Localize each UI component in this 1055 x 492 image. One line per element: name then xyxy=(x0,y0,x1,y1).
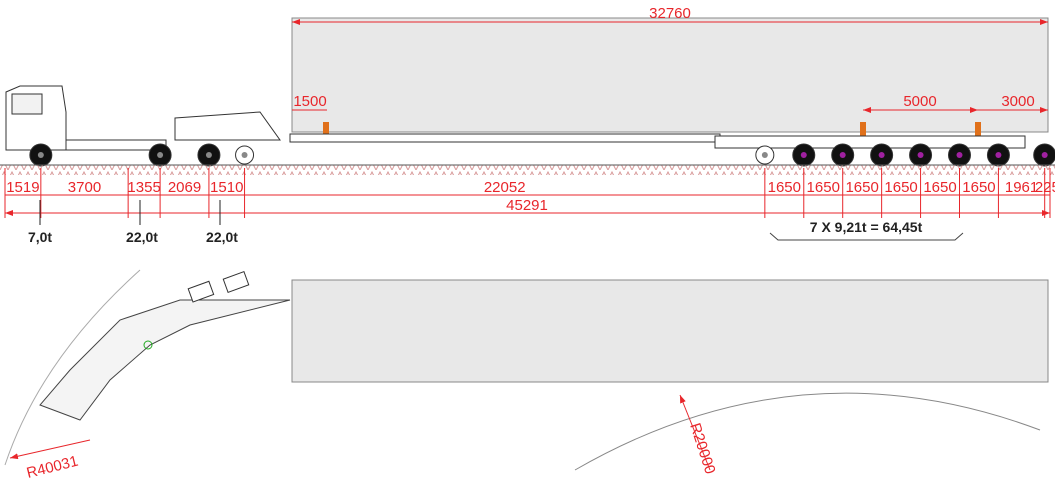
dolly-load: 22,0t xyxy=(206,229,238,245)
trailer xyxy=(174,111,1026,149)
axle-dimension-label: 1650 xyxy=(884,179,917,196)
axle-dimension-label: 1650 xyxy=(807,179,840,196)
front-overhang-label: 1500 xyxy=(293,93,326,110)
front-axle-load: 7,0t xyxy=(28,229,52,245)
support-marker xyxy=(323,122,329,136)
wheel-hub xyxy=(37,152,44,158)
wheel-hub xyxy=(839,152,846,158)
axle-dimension-label: 2069 xyxy=(168,179,201,196)
support-marker xyxy=(975,122,981,136)
wheel-hub xyxy=(761,152,768,158)
load-plan-view xyxy=(291,279,1049,383)
kingpin-marker xyxy=(143,340,153,350)
dolly-wheel xyxy=(222,271,250,293)
wheel-hub xyxy=(995,152,1002,158)
support-spacing-label: 5000 xyxy=(903,93,936,110)
tractor-unit xyxy=(5,85,167,151)
axle-dimension-label: 1650 xyxy=(962,179,995,196)
dolly-wheel xyxy=(187,280,215,303)
inner-radius-line xyxy=(679,394,711,471)
outer-radius-label: R40031 xyxy=(25,453,80,482)
load-side-view xyxy=(291,17,1049,133)
wheel-hub xyxy=(205,152,212,158)
outer-radius-line xyxy=(9,439,91,460)
axle-dimension-label: 1650 xyxy=(923,179,956,196)
ground xyxy=(0,165,1055,175)
outer-turning-arc xyxy=(4,269,141,466)
axle-dimension-label: 3700 xyxy=(68,179,101,196)
axle-dimension-label: 1355 xyxy=(127,179,160,196)
wheel-hub xyxy=(800,152,807,158)
wheel-hub xyxy=(917,152,924,158)
wheel-hub xyxy=(956,152,963,158)
support-marker xyxy=(860,122,866,136)
axle-dimension-label: 22052 xyxy=(484,179,526,196)
total-length-label: 45291 xyxy=(506,197,548,214)
axle-dimension-label: 1650 xyxy=(845,179,878,196)
inner-radius-label: R20000 xyxy=(686,421,718,476)
rear-overhang-label: 3000 xyxy=(1001,93,1034,110)
load-bracket xyxy=(769,232,964,241)
vehicle-plan-view xyxy=(39,299,291,421)
axle-dimension-label: 1961 xyxy=(1005,179,1038,196)
wheel-hub xyxy=(157,152,164,158)
wheel-hub xyxy=(241,152,248,158)
load-length-label: 32760 xyxy=(649,5,691,22)
inner-turning-arc xyxy=(574,392,1041,471)
trailer-axle-load: 7 X 9,21t = 64,45t xyxy=(810,219,923,235)
wheel-hub xyxy=(878,152,885,158)
axle-dimension-label: 1519 xyxy=(6,179,39,196)
wheel-hub xyxy=(1041,152,1048,158)
tractor-rear-load: 22,0t xyxy=(126,229,158,245)
axle-dimension-label: 1510 xyxy=(210,179,243,196)
axle-dimension-label: 1650 xyxy=(768,179,801,196)
